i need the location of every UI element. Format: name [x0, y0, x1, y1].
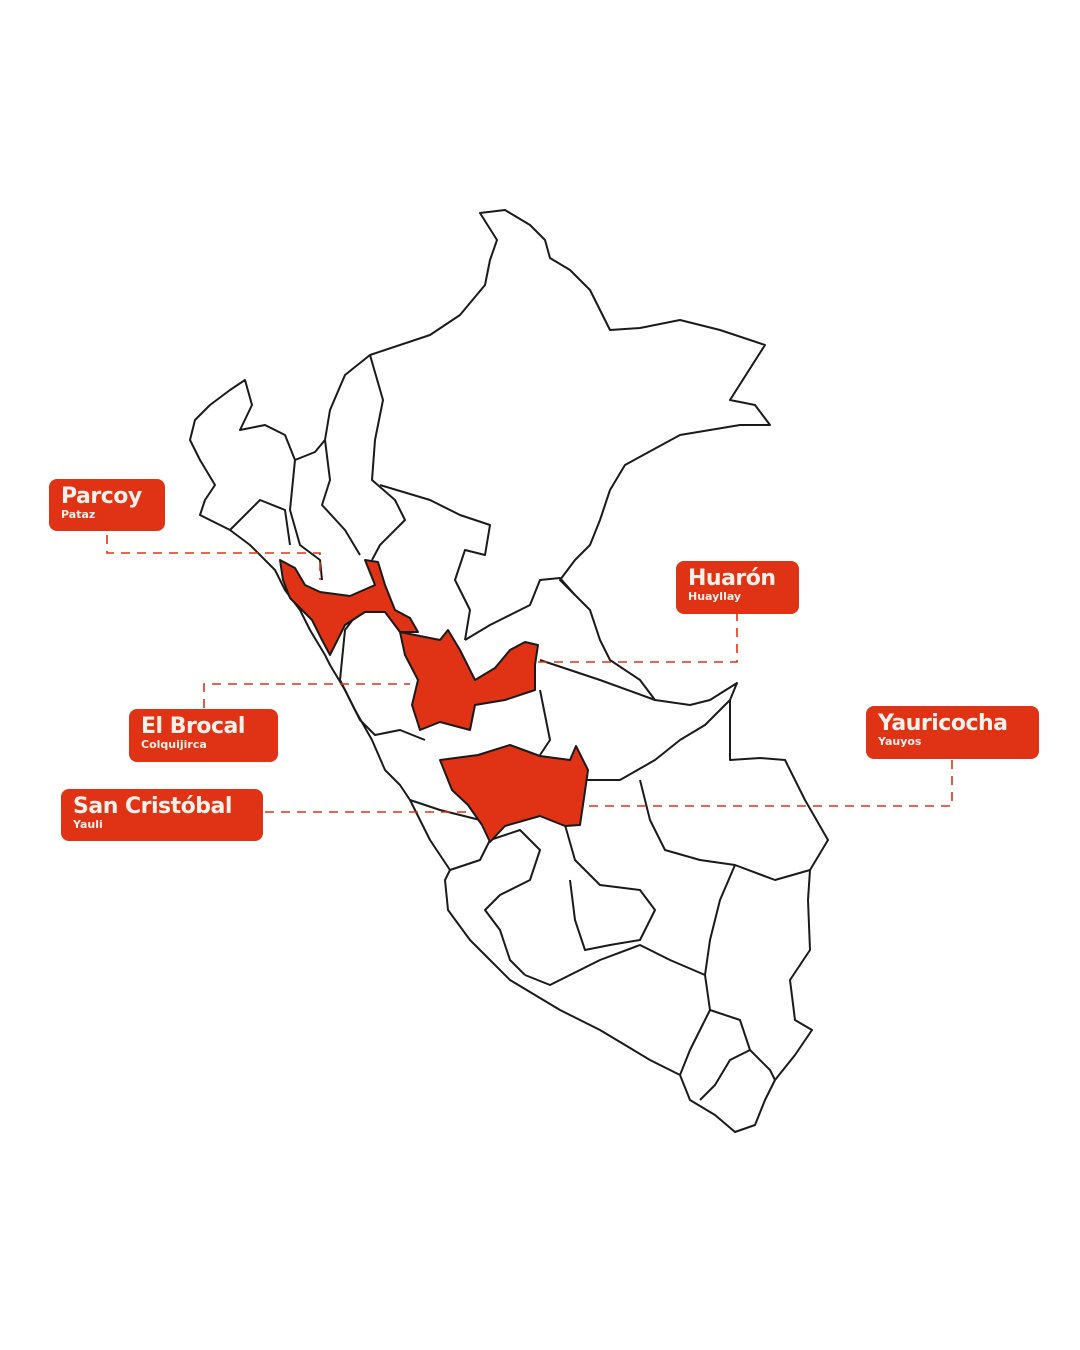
- label-yauricocha-name: Yauricocha: [878, 711, 1008, 736]
- leader-huaron: [525, 612, 738, 663]
- leader-el-brocal: [203, 683, 410, 708]
- label-san-cristobal-name: San Cristóbal: [73, 794, 232, 819]
- label-huaron-district: Huayllay: [688, 590, 742, 603]
- label-el-brocal-district: Colquijirca: [141, 738, 207, 751]
- highlighted-regions: [279, 559, 589, 843]
- leader-parcoy: [106, 535, 321, 580]
- region-la-libertad: [279, 559, 419, 656]
- department-borders: [229, 354, 811, 1101]
- label-el-brocal: El Brocal Colquijirca: [129, 709, 278, 762]
- peru-outline: [189, 209, 829, 1133]
- region-junin-lima: [439, 744, 589, 843]
- label-parcoy-district: Pataz: [61, 508, 96, 521]
- label-san-cristobal-district: Yauli: [73, 818, 103, 831]
- label-yauricocha: Yauricocha Yauyos: [866, 706, 1039, 759]
- label-el-brocal-name: El Brocal: [141, 714, 245, 739]
- label-huaron: Huarón Huayllay: [676, 561, 799, 614]
- label-huaron-name: Huarón: [688, 566, 776, 591]
- leader-lines: [106, 535, 953, 813]
- label-parcoy: Parcoy Pataz: [49, 479, 165, 531]
- region-pasco: [399, 629, 539, 731]
- label-parcoy-name: Parcoy: [61, 484, 142, 509]
- leader-yauricocha: [585, 760, 953, 807]
- label-san-cristobal: San Cristóbal Yauli: [61, 789, 263, 841]
- label-yauricocha-district: Yauyos: [878, 735, 922, 748]
